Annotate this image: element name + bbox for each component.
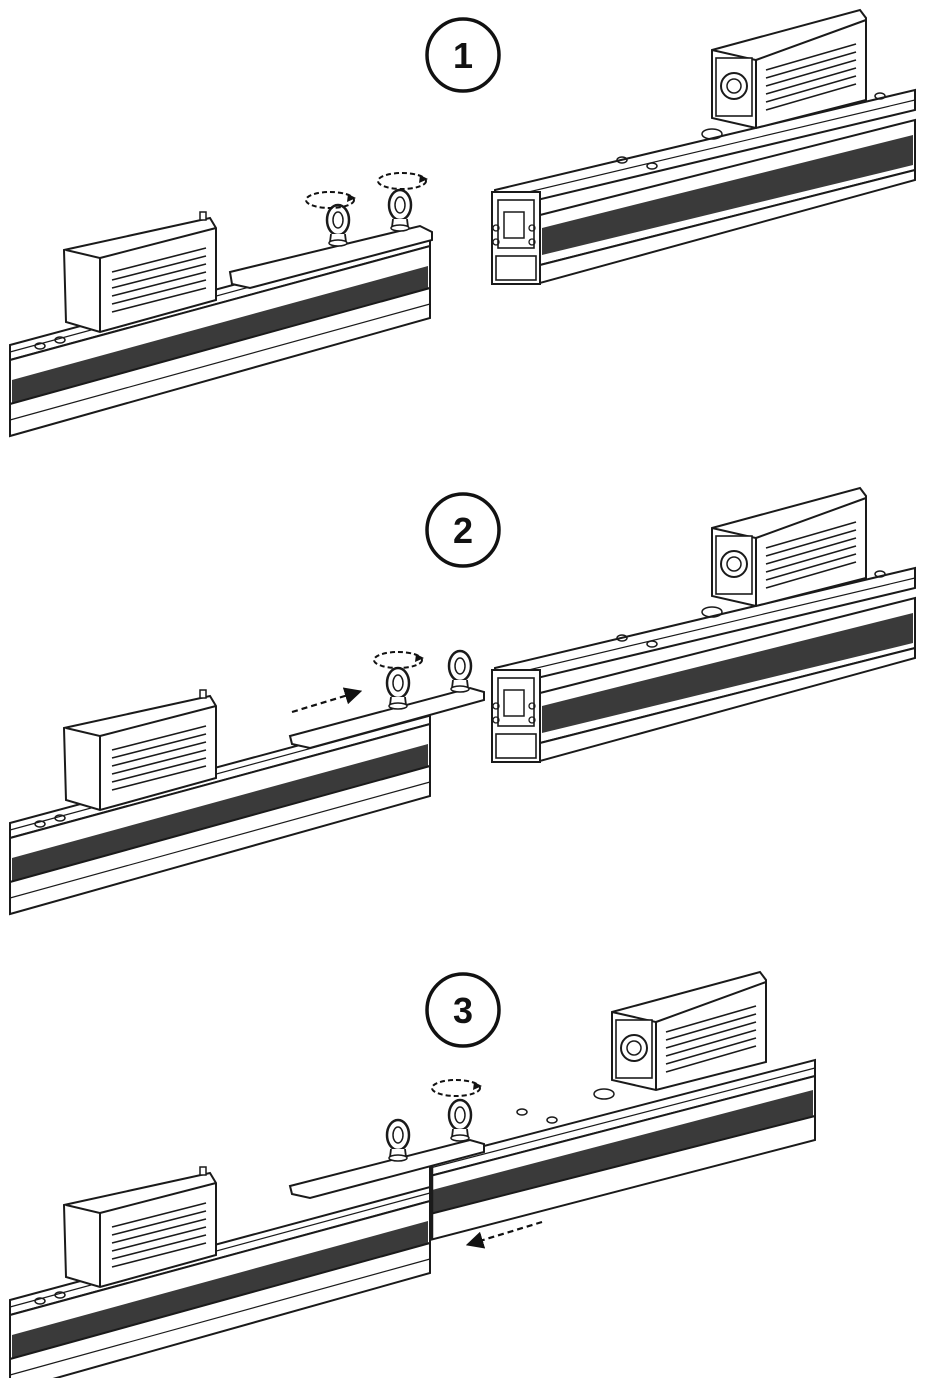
step-3-number: 3 — [453, 990, 473, 1031]
right-led-bar — [491, 89, 916, 285]
step-3-circle — [425, 972, 501, 1048]
step-2-circle — [425, 492, 501, 568]
eye-bolt — [385, 666, 411, 711]
right-power-box — [611, 971, 767, 1091]
joining-plate — [228, 224, 433, 290]
rotate-arrow-icon — [431, 1079, 483, 1097]
step-2: 2 — [9, 487, 916, 915]
step-1-number: 1 — [453, 35, 473, 76]
step-1-circle — [425, 17, 501, 93]
rotate-arrow-icon — [305, 191, 357, 209]
step-1: 1 — [9, 9, 916, 437]
eye-bolt — [447, 649, 473, 694]
step-2-number: 2 — [453, 510, 473, 551]
joining-plate — [288, 686, 485, 750]
rotate-arrow-icon — [373, 651, 425, 669]
slide-arrow-icon — [291, 687, 363, 714]
eye-bolt — [385, 1118, 411, 1163]
slide-arrow-icon — [465, 1220, 543, 1249]
step-3: 3 — [9, 971, 816, 1378]
rotate-arrow-icon — [377, 172, 429, 190]
eye-bolt — [387, 188, 413, 233]
eye-bolt — [325, 203, 351, 248]
right-led-bar — [491, 567, 916, 763]
joining-plate — [288, 1138, 485, 1200]
right-led-bar — [429, 1058, 816, 1242]
eye-bolt — [447, 1098, 473, 1143]
